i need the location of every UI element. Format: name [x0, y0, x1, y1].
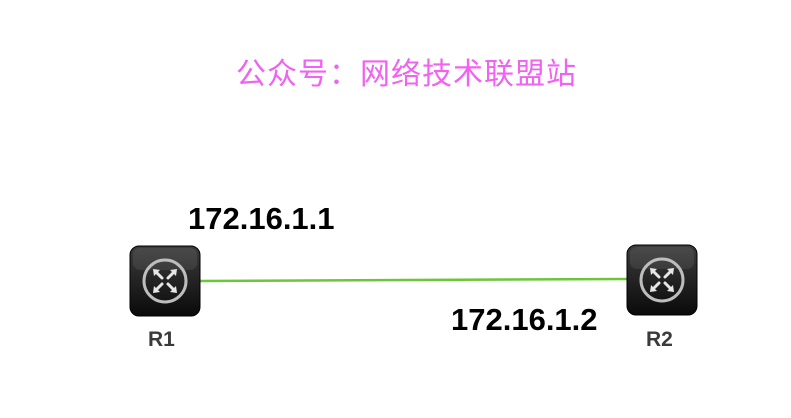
watermark-banner: 公众号：网络技术联盟站: [236, 57, 577, 92]
router-icon: [129, 245, 201, 317]
r1-ip-label: 172.16.1.1: [188, 201, 335, 236]
r2-ip-label: 172.16.1.2: [451, 302, 598, 337]
r2-name-label: R2: [646, 328, 673, 351]
router-r1[interactable]: [129, 245, 201, 317]
r1-name-label: R1: [148, 328, 175, 351]
router-icon: [626, 244, 698, 316]
link-line: [198, 277, 629, 283]
router-r2[interactable]: [626, 244, 698, 316]
